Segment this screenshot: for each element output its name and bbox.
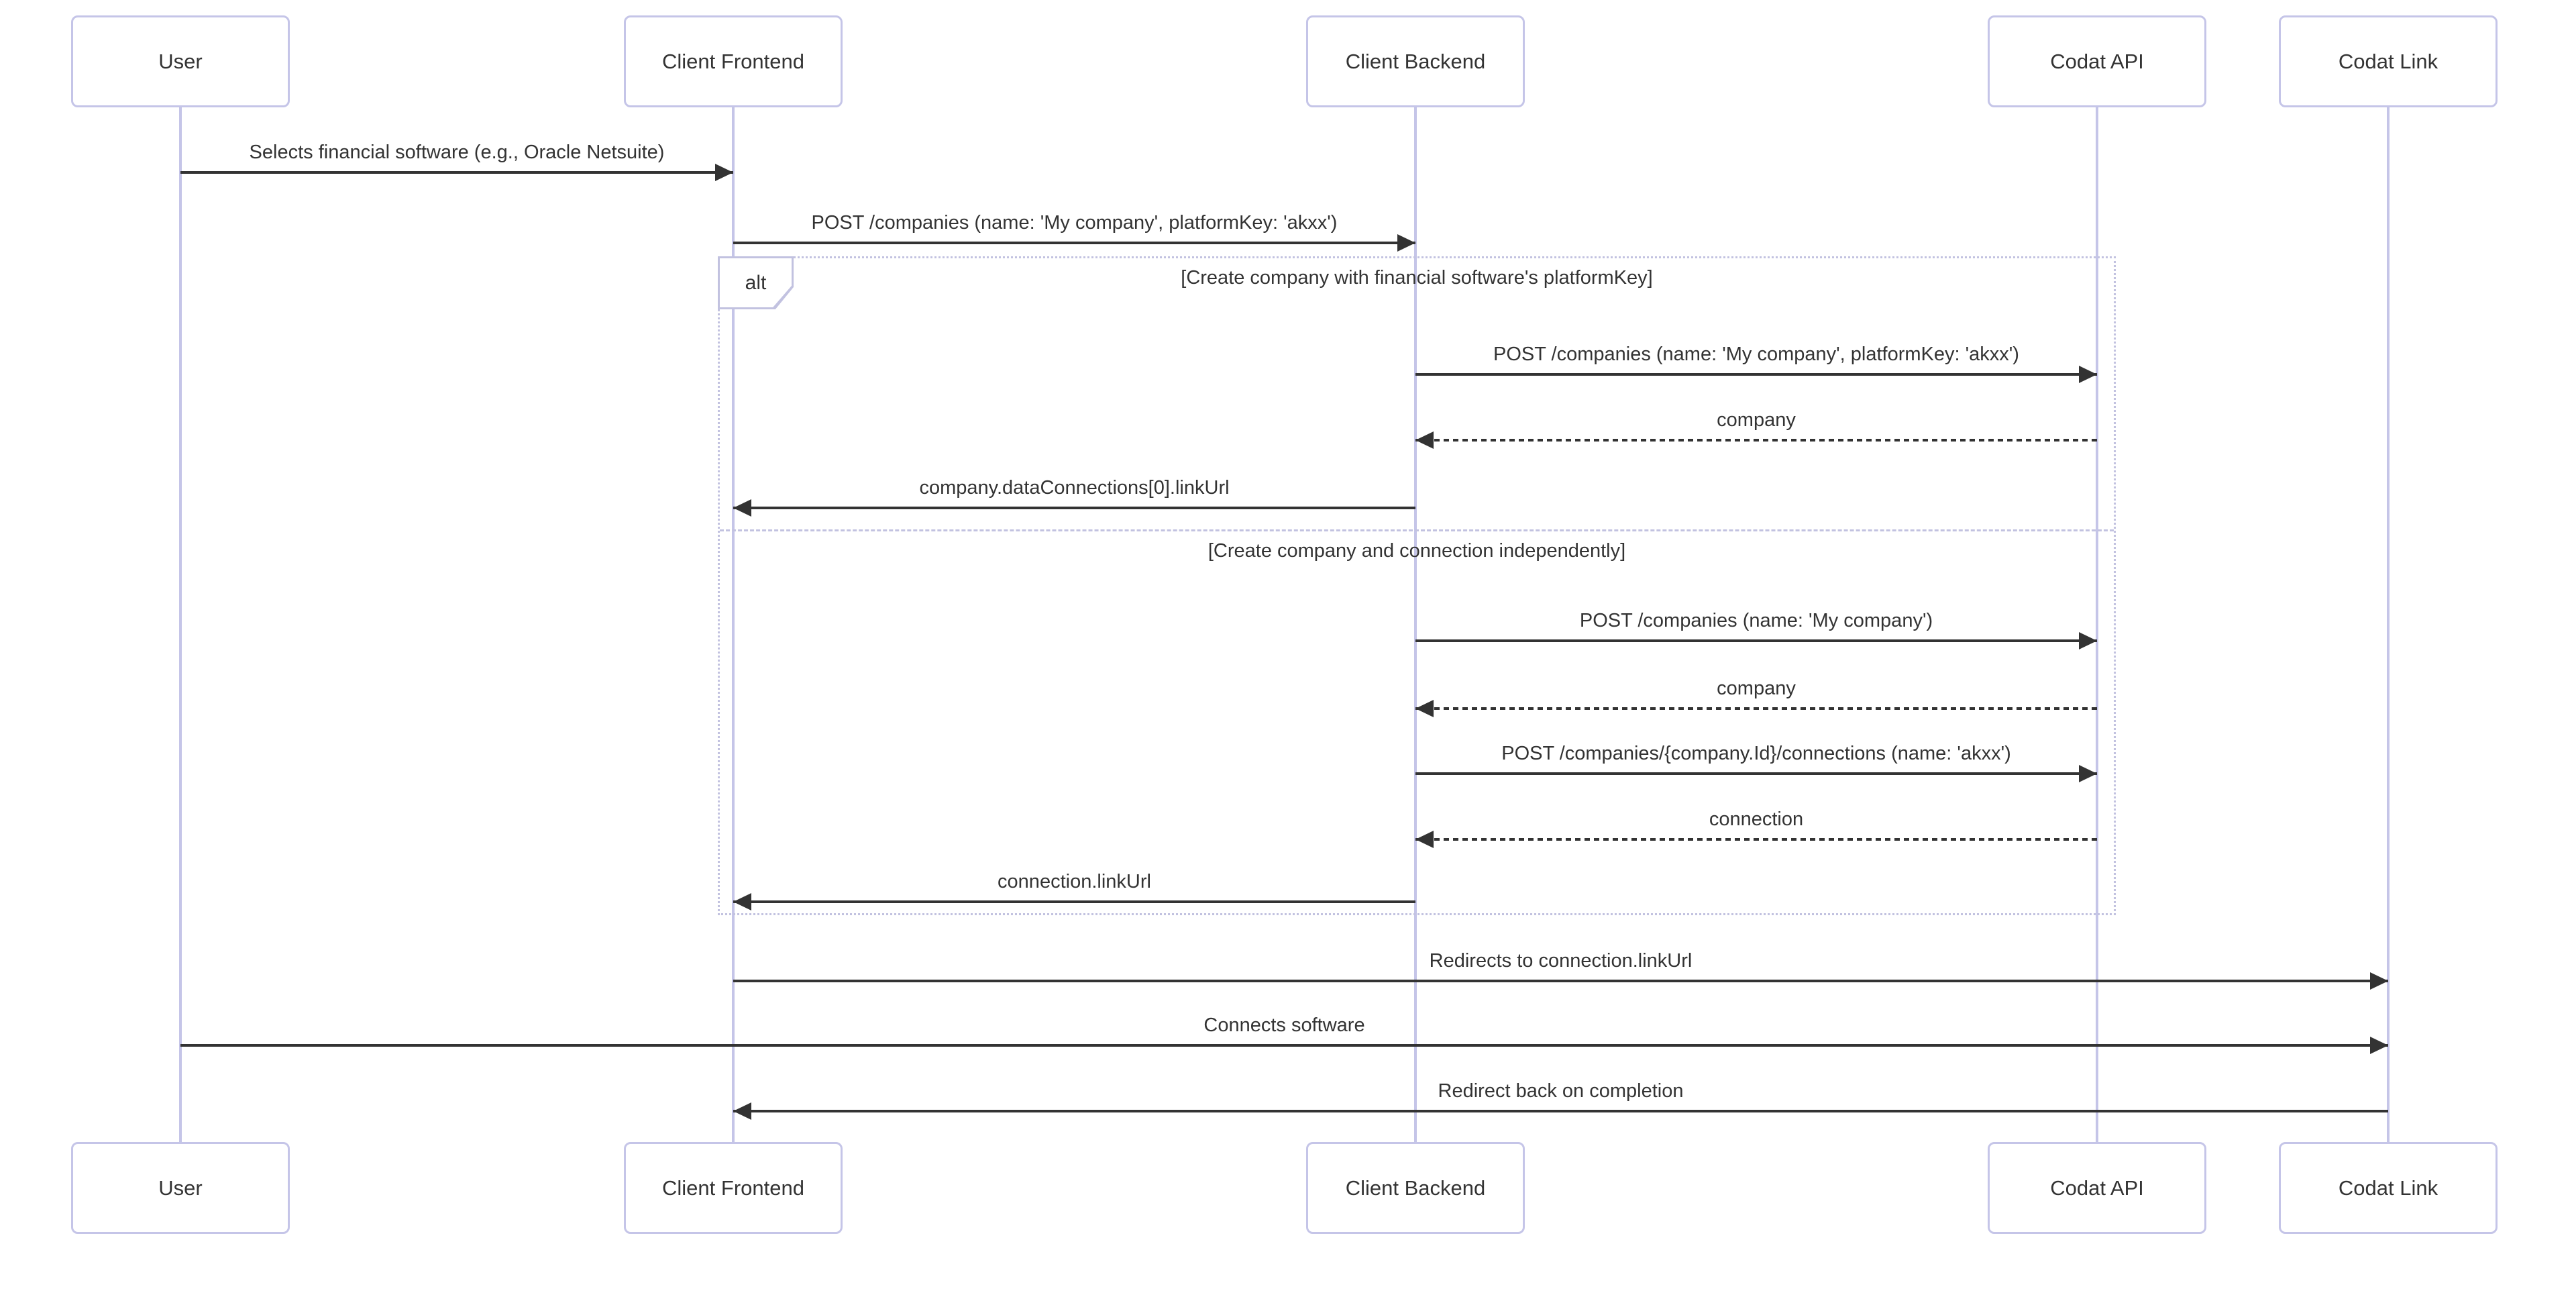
arrowhead-right-icon <box>2370 1037 2388 1054</box>
message-label: company <box>1717 678 1796 699</box>
message-label: POST /companies/{company.Id}/connections… <box>1501 743 2011 764</box>
lifeline-client-frontend <box>732 107 735 1142</box>
message-label: company.dataConnections[0].linkUrl <box>919 477 1230 499</box>
alt-section-title-2: [Create company and connection independe… <box>1208 540 1626 562</box>
arrowhead-left-icon <box>1415 431 1434 449</box>
message-label: connection <box>1709 809 1804 830</box>
actor-box-codat-api-top: Codat API <box>1988 15 2206 107</box>
message-label: Redirects to connection.linkUrl <box>1429 950 1693 972</box>
actor-box-client-frontend-top: Client Frontend <box>624 15 843 107</box>
arrowhead-right-icon <box>715 164 733 181</box>
actor-box-client-frontend-bottom: Client Frontend <box>624 1142 843 1234</box>
message-line-solid <box>733 507 1415 509</box>
message-label: Selects financial software (e.g., Oracle… <box>249 142 665 163</box>
message-line-solid <box>1415 373 2097 376</box>
alt-label-box: alt <box>718 256 794 309</box>
lifeline-codat-link <box>2387 107 2390 1142</box>
message-line-solid <box>733 1110 2388 1112</box>
lifeline-user <box>179 107 182 1142</box>
lifeline-codat-api <box>2096 107 2098 1142</box>
arrowhead-left-icon <box>1415 831 1434 848</box>
alt-label: alt <box>720 258 792 307</box>
message-line-solid <box>1415 639 2097 642</box>
message-line-solid <box>180 1044 2388 1047</box>
arrowhead-left-icon <box>1415 700 1434 717</box>
message-label: POST /companies (name: 'My company') <box>1579 610 1933 631</box>
arrowhead-left-icon <box>733 499 751 517</box>
message-line-dashed <box>1415 707 2097 710</box>
message-line-solid <box>733 900 1415 903</box>
message-label: POST /companies (name: 'My company', pla… <box>1493 344 2019 365</box>
arrowhead-right-icon <box>2370 972 2388 990</box>
message-label: POST /companies (name: 'My company', pla… <box>811 212 1338 233</box>
actor-box-client-backend-bottom: Client Backend <box>1306 1142 1525 1234</box>
message-line-dashed <box>1415 439 2097 441</box>
message-line-solid <box>1415 772 2097 775</box>
alt-divider <box>720 529 2114 531</box>
actor-box-user-bottom: User <box>71 1142 290 1234</box>
arrowhead-right-icon <box>2079 366 2097 383</box>
lifeline-client-backend <box>1414 107 1417 1142</box>
actor-box-codat-link-bottom: Codat Link <box>2279 1142 2498 1234</box>
actor-box-codat-link-top: Codat Link <box>2279 15 2498 107</box>
message-label: company <box>1717 409 1796 431</box>
message-line-solid <box>733 980 2388 982</box>
arrowhead-left-icon <box>733 893 751 911</box>
arrowhead-right-icon <box>2079 632 2097 650</box>
arrowhead-left-icon <box>733 1102 751 1120</box>
actor-box-client-backend-top: Client Backend <box>1306 15 1525 107</box>
actor-box-codat-api-bottom: Codat API <box>1988 1142 2206 1234</box>
arrowhead-right-icon <box>1397 234 1415 252</box>
actor-box-user-top: User <box>71 15 290 107</box>
message-label: Connects software <box>1203 1015 1365 1036</box>
arrowhead-right-icon <box>2079 765 2097 782</box>
message-line-solid <box>733 242 1415 244</box>
alt-frame: alt [Create company with financial softw… <box>718 256 2116 915</box>
message-label: connection.linkUrl <box>998 871 1151 892</box>
message-label: Redirect back on completion <box>1438 1080 1684 1102</box>
alt-section-title-1: [Create company with financial software'… <box>1181 267 1653 289</box>
message-line-solid <box>180 171 733 174</box>
message-line-dashed <box>1415 838 2097 841</box>
